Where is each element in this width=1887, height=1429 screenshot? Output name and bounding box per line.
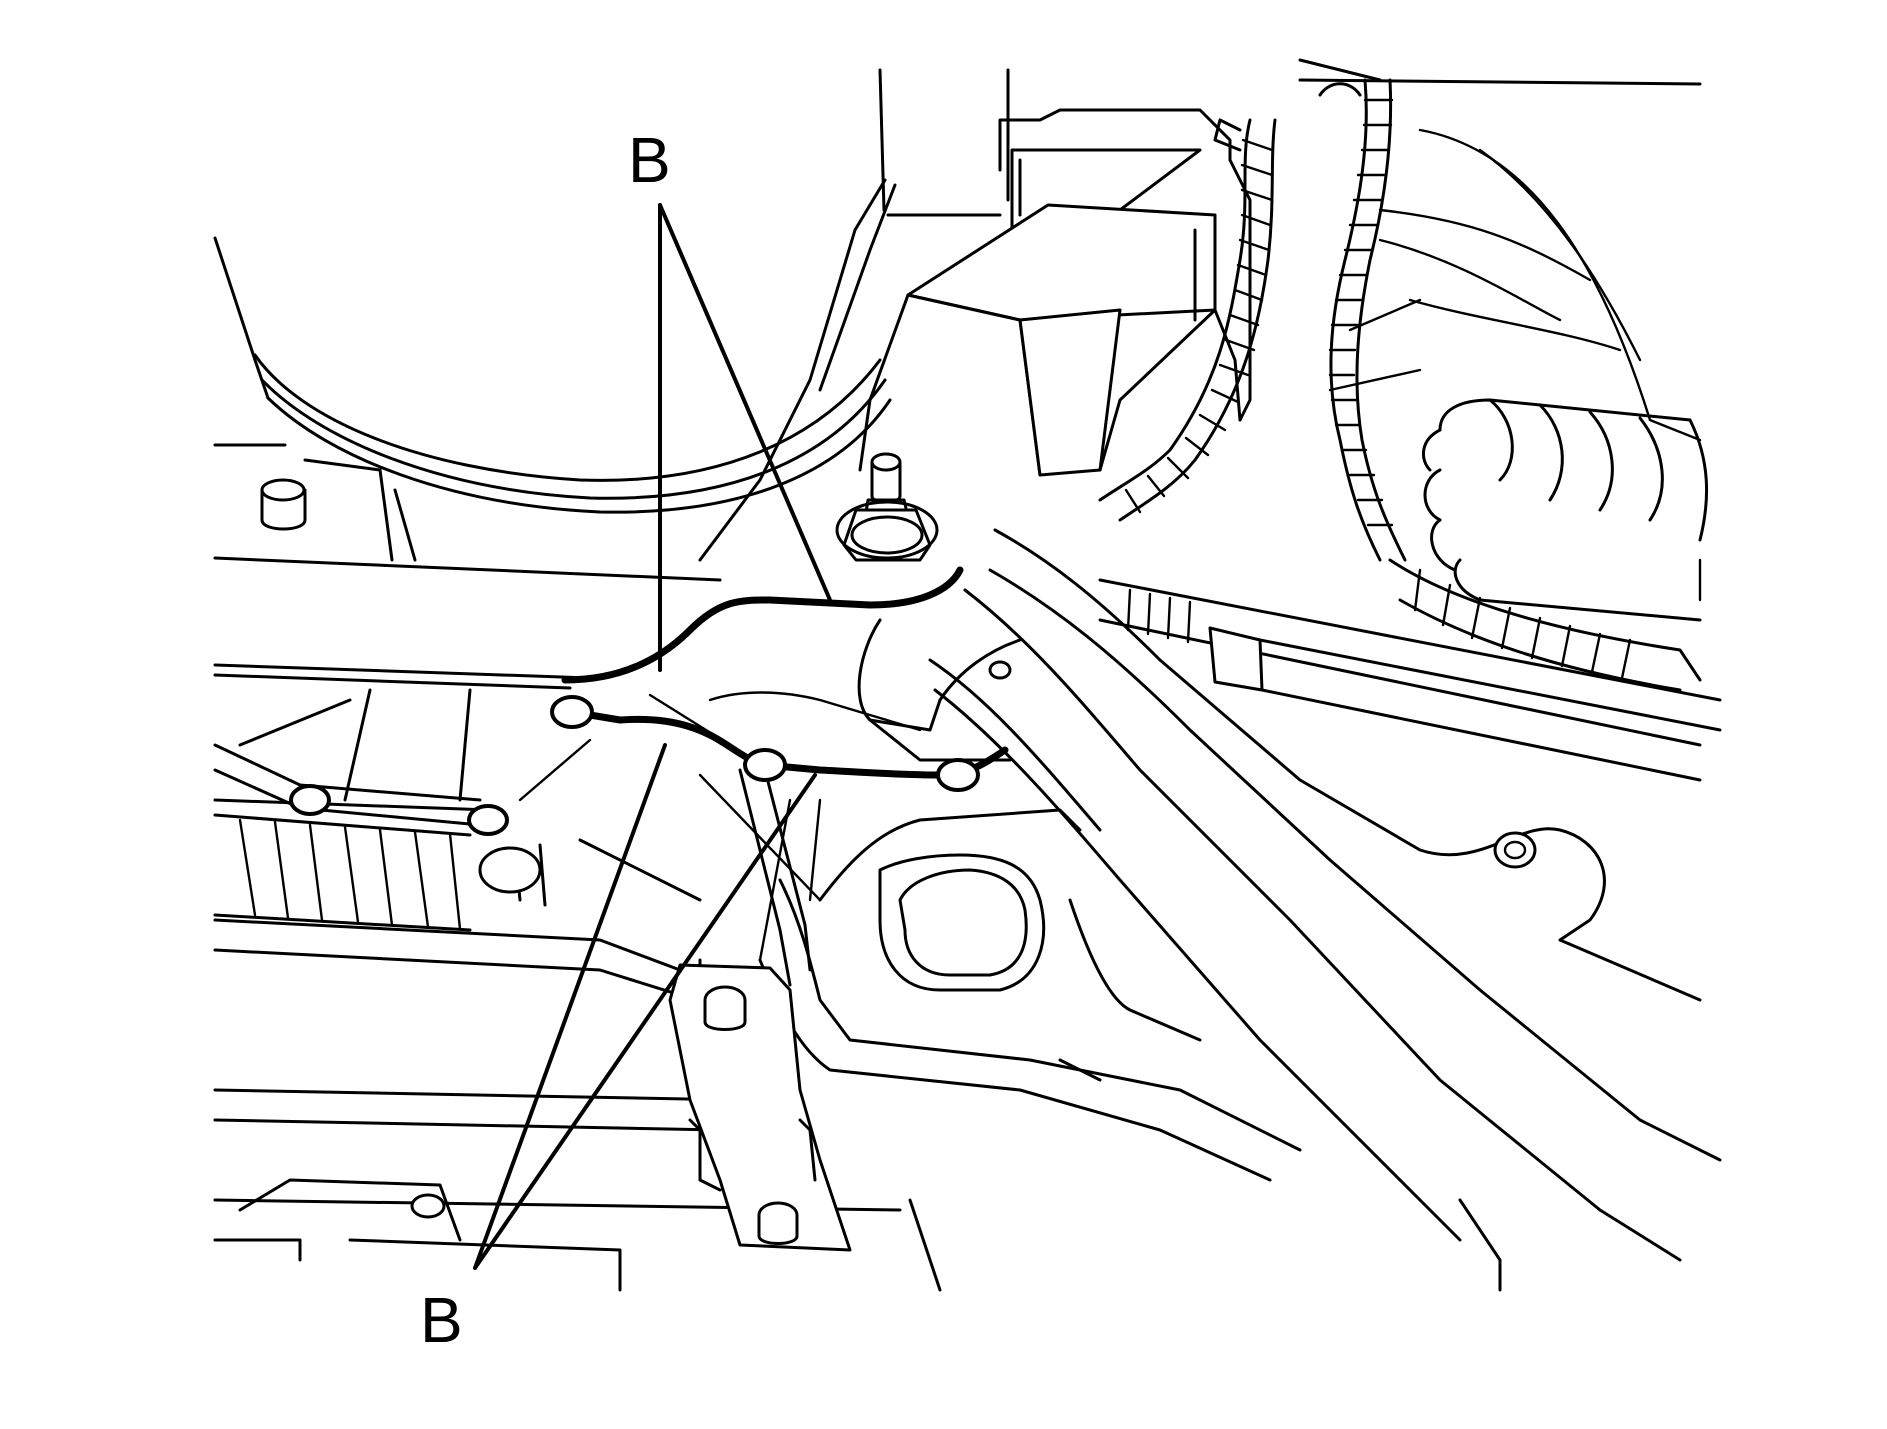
crossmember	[213, 556, 902, 1292]
callout-label-top: B	[628, 124, 671, 196]
callout-label-bottom: B	[420, 1284, 463, 1356]
mount-bracket	[858, 108, 1252, 477]
spring-seat	[213, 236, 892, 562]
clip-3	[936, 758, 980, 792]
stud-nut	[835, 452, 939, 562]
clip-1	[550, 695, 594, 729]
brake-line-upper	[561, 566, 964, 684]
line-clips	[289, 695, 980, 836]
clip-2	[743, 748, 787, 782]
clip-4	[467, 804, 509, 836]
leader-bottom-1	[473, 743, 667, 1270]
control-arm	[857, 528, 1722, 1262]
tie-rod	[1098, 578, 1722, 782]
wiring-harness	[1098, 78, 1702, 692]
clip-5	[289, 784, 331, 816]
leader-lines	[473, 203, 832, 1270]
leader-bottom-2	[473, 773, 817, 1270]
lower-bracket	[668, 768, 852, 1252]
leader-top-2	[658, 203, 832, 602]
body-structure	[698, 58, 1702, 602]
bellows-boot	[1421, 398, 1709, 622]
